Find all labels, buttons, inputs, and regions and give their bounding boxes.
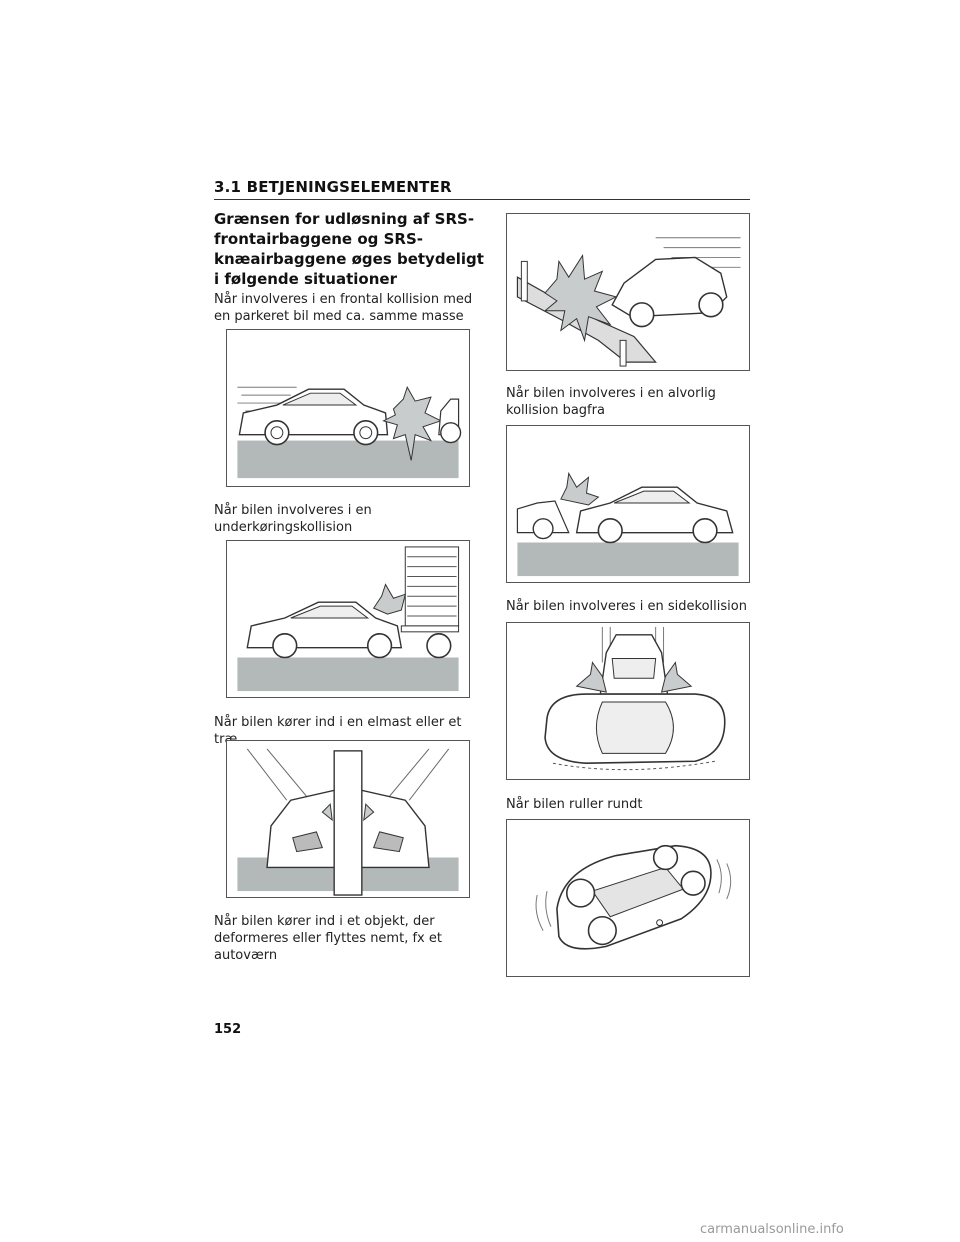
caption-rear: Når bilen involveres i en alvorlig kolli…	[506, 386, 716, 418]
illustration-guardrail-collision	[506, 213, 750, 371]
side-collision-drawing	[544, 626, 726, 771]
rear-collision-drawing	[516, 471, 739, 577]
page-number: 152	[214, 1022, 242, 1037]
caption-frontal-parked: Når involveres i en frontal kollision me…	[214, 292, 473, 324]
illustration-frontal-collision	[226, 329, 470, 487]
illustration-rear-collision	[506, 425, 750, 583]
illustration-side-collision	[506, 622, 750, 780]
caption-underride: Når bilen involveres i en underkøringsko…	[214, 503, 372, 535]
header-rule	[214, 199, 750, 200]
section-header: 3.1 BETJENINGSELEMENTER	[214, 178, 452, 196]
caption-side: Når bilen involveres i en sidekollision	[506, 599, 747, 614]
illustration-pole-collision	[226, 740, 470, 898]
illustration-underride-collision	[226, 540, 470, 698]
watermark-text: carmanualsonline.info	[700, 1222, 844, 1237]
frontal-collision-drawing	[237, 386, 462, 479]
illustration-rollover	[506, 819, 750, 977]
underride-collision-drawing	[237, 546, 460, 692]
caption-deformable: Når bilen kører ind i et objekt, der def…	[214, 914, 442, 963]
guardrail-collision-drawing	[516, 237, 741, 367]
pole-collision-drawing	[237, 748, 459, 896]
section-heading: Grænsen for udløsning af SRS-frontairbag…	[214, 210, 484, 288]
rollover-drawing	[535, 844, 732, 950]
caption-rollover: Når bilen ruller rundt	[506, 797, 643, 812]
